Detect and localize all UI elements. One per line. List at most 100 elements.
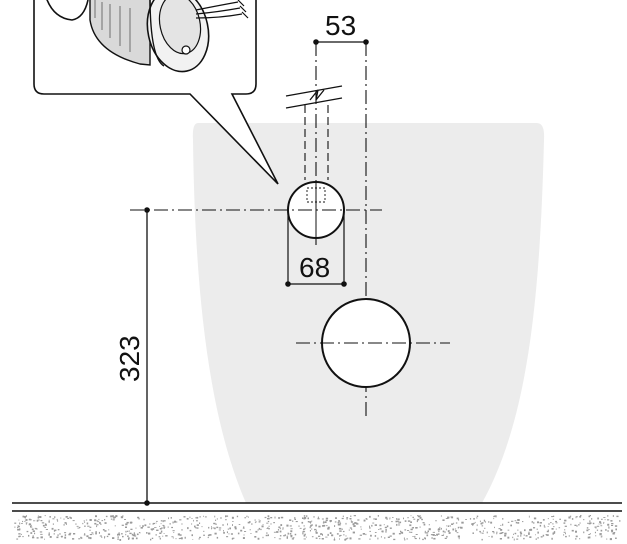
floor-speckle — [72, 538, 75, 540]
floor-speckle — [350, 521, 354, 523]
floor-speckle — [96, 520, 98, 522]
floor-speckle — [594, 531, 596, 534]
floor-speckle — [142, 525, 144, 528]
floor-speckle — [383, 524, 385, 526]
floor-speckle — [517, 519, 520, 521]
floor-speckle — [130, 528, 133, 530]
floor-speckle — [575, 516, 577, 519]
floor-speckle — [502, 523, 504, 526]
floor-speckle — [511, 520, 514, 522]
floor-speckle — [287, 532, 289, 535]
floor-speckle — [30, 524, 32, 527]
floor-speckle — [409, 524, 412, 527]
floor-speckle — [196, 527, 199, 529]
floor-speckle — [290, 534, 293, 537]
floor-speckle — [57, 520, 59, 522]
floor-speckle — [26, 519, 28, 521]
floor-speckle — [174, 521, 178, 523]
floor-speckle — [499, 538, 502, 540]
floor-speckle — [89, 526, 92, 528]
floor-speckle — [588, 529, 590, 530]
floor-speckle — [286, 536, 288, 539]
floor-speckle — [52, 518, 55, 520]
floor-speckle — [457, 526, 459, 529]
floor-speckle — [442, 530, 445, 533]
floor-speckle — [229, 527, 231, 530]
floor-speckle — [187, 527, 189, 530]
floor-speckle — [460, 526, 463, 529]
floor-speckle — [547, 529, 549, 532]
floor-speckle — [494, 515, 497, 517]
floor-speckle — [363, 519, 366, 522]
floor-speckle — [147, 526, 150, 528]
floor-speckle — [350, 515, 352, 517]
floor-speckle — [337, 523, 340, 526]
floor-speckle — [105, 515, 108, 518]
floor-speckle — [499, 532, 501, 535]
floor-speckle — [181, 537, 183, 540]
floor-speckle — [460, 527, 462, 529]
floor-speckle — [551, 528, 554, 530]
floor-speckle — [196, 520, 198, 522]
floor-speckle — [118, 532, 120, 535]
floor-speckle — [570, 523, 572, 526]
floor-speckle — [583, 519, 585, 521]
floor-speckle — [588, 515, 590, 518]
floor-speckle — [555, 528, 557, 530]
floor-speckle — [49, 536, 52, 538]
floor-speckle — [174, 520, 176, 522]
floor-speckle — [248, 516, 249, 518]
floor-speckle — [555, 520, 557, 522]
floor-speckle — [267, 520, 270, 523]
floor-speckle — [493, 518, 495, 520]
floor-speckle — [144, 524, 147, 527]
floor-speckle — [304, 527, 306, 530]
floor-speckle — [345, 535, 347, 537]
floor-speckle — [329, 520, 332, 522]
floor-speckle — [154, 527, 157, 528]
floor-speckle — [359, 534, 362, 536]
floor-speckle — [435, 520, 437, 522]
floor-speckle — [531, 522, 533, 524]
floor-speckle — [303, 517, 306, 520]
floor-speckle — [589, 533, 591, 535]
floor-speckle — [449, 525, 451, 527]
floor-speckle — [84, 525, 86, 527]
floor-speckle — [348, 529, 350, 531]
floor-speckle — [33, 520, 36, 522]
floor-speckle — [65, 523, 67, 525]
floor-speckle — [345, 538, 348, 540]
floor-speckle — [115, 515, 118, 518]
floor-speckle — [196, 516, 199, 519]
floor-speckle — [432, 534, 435, 536]
floor-speckle — [438, 528, 441, 531]
floor-speckle — [112, 519, 115, 521]
floor-speckle — [452, 528, 455, 531]
floor-speckle — [339, 535, 341, 537]
floor-speckle — [369, 515, 371, 518]
floor-speckle — [598, 523, 600, 525]
floor-speckle — [436, 533, 439, 535]
floor-speckle — [80, 536, 82, 539]
floor-speckle — [412, 516, 414, 518]
floor-speckle — [341, 517, 344, 520]
floor-speckle — [64, 536, 67, 539]
floor-speckle — [564, 525, 567, 527]
floor-speckle — [261, 525, 264, 528]
floor-speckle — [334, 521, 337, 523]
floor-speckle — [163, 533, 165, 534]
floor-speckle — [133, 532, 135, 535]
floor-speckle — [415, 527, 418, 529]
floor-speckle — [378, 529, 380, 530]
floor-speckle — [451, 523, 454, 525]
floor-speckle — [413, 518, 416, 520]
floor-speckle — [397, 520, 400, 522]
floor-speckle — [349, 537, 352, 540]
floor-speckle — [392, 517, 394, 518]
floor-speckle — [476, 515, 479, 517]
floor-speckle — [488, 536, 490, 537]
floor-speckle — [19, 522, 21, 525]
floor-speckle — [65, 516, 68, 518]
floor-speckle — [611, 525, 614, 526]
floor-speckle — [267, 518, 269, 520]
